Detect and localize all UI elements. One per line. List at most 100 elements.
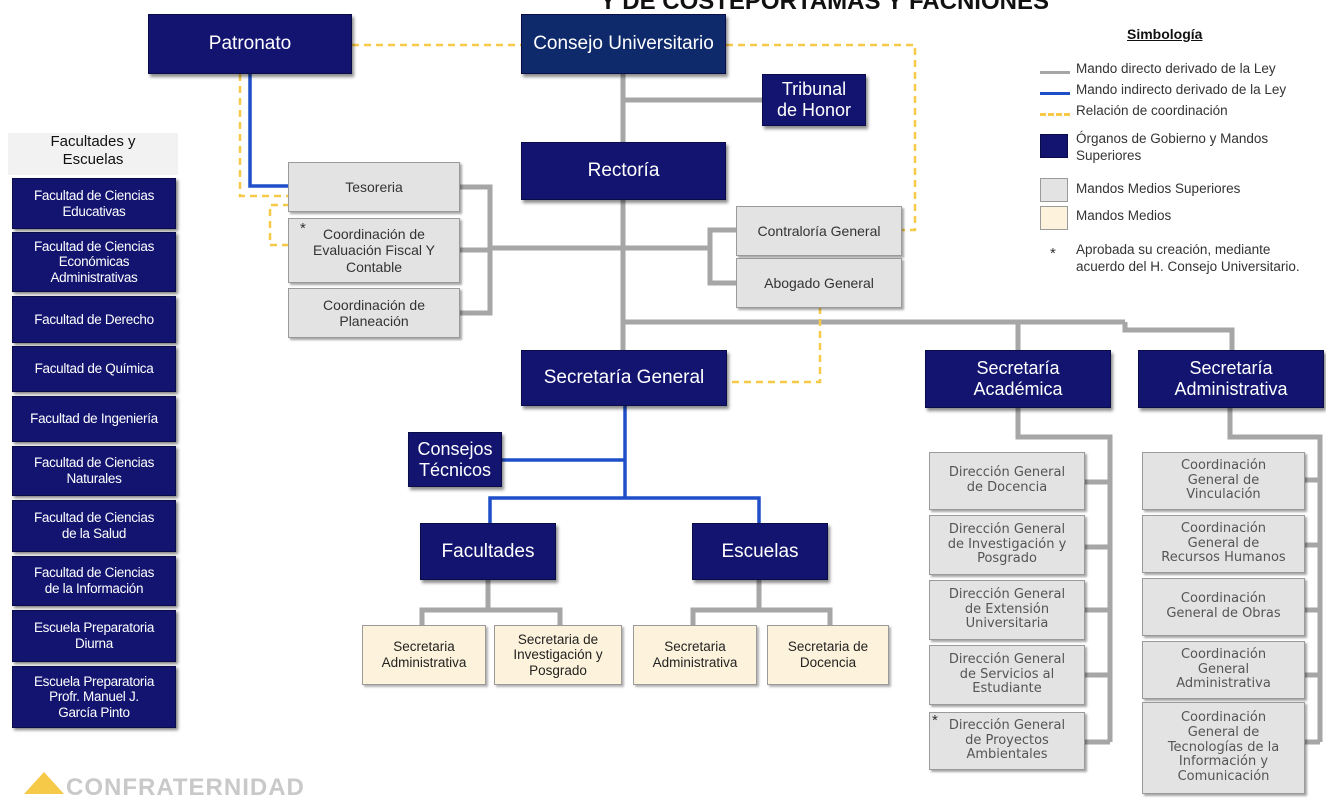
tesoreria-label: Tesoreria — [345, 178, 403, 195]
coordinacion-planeacion-box: Coordinación de Planeación — [288, 288, 460, 338]
legend-medium-label: Mandos Medios — [1076, 208, 1172, 223]
faculty-label: Facultad de Ciencias de la Información — [33, 565, 155, 596]
legend-medium-swatch — [1040, 206, 1068, 230]
admin-unit-box: Coordinación General de Obras — [1142, 578, 1305, 636]
academic-unit-label: Dirección General de Investigación y Pos… — [947, 521, 1067, 567]
logo-text: CONFRATERNIDAD — [66, 774, 305, 801]
legend-medium-sup-label: Mandos Medios Superiores — [1076, 181, 1241, 196]
admin-unit-label: Coordinación General de Obras — [1166, 591, 1281, 621]
legend-indirect-label: Mando indirecto derivado de la Ley — [1076, 82, 1287, 97]
legend-direct-label: Mando directo derivado de la Ley — [1076, 61, 1276, 76]
academic-unit-box: Dirección General de Extensión Universit… — [929, 580, 1085, 640]
rectoria-label: Rectoría — [587, 160, 660, 182]
faculty-label: Facultad de Ciencias Económicas Administ… — [33, 238, 155, 285]
secretaria-academica-label: Secretaría Académica — [973, 358, 1063, 399]
legend-title: Simbología — [1127, 26, 1203, 42]
consejo-universitario-box: Consejo Universitario — [521, 14, 726, 74]
escuelas-box: Escuelas — [692, 523, 828, 580]
contraloria-general-box: Contraloría General — [736, 206, 902, 256]
coordinacion-evaluacion-box: Coordinación de Evaluación Fiscal Y Cont… — [288, 218, 460, 283]
faculty-label: Facultad de Derecho — [34, 311, 154, 327]
academic-unit-label: Dirección General de Proyectos Ambiental… — [948, 717, 1066, 763]
facultades-secretaria-administrativa-label: Secretaria Administrativa — [381, 639, 467, 670]
tribunal-de-honor-box: Tribunal de Honor — [762, 74, 866, 126]
coordinacion-planeacion-label: Coordinación de Planeación — [323, 296, 425, 329]
admin-unit-box: Coordinación General de Recursos Humanos — [1142, 515, 1305, 573]
abogado-general-box: Abogado General — [736, 258, 902, 308]
consejos-tecnicos-box: Consejos Técnicos — [408, 432, 502, 487]
consejos-tecnicos-label: Consejos Técnicos — [417, 438, 493, 480]
faculty-item: Escuela Preparatoria Profr. Manuel J. Ga… — [12, 666, 176, 728]
secretaria-academica-box: Secretaría Académica — [925, 350, 1111, 408]
facultades-secretaria-administrativa-box: Secretaria Administrativa — [362, 625, 486, 685]
page-title: Y DE COSTEPORTAMAS Y FACNIONES — [600, 0, 1049, 15]
patronato-label: Patronato — [208, 33, 292, 55]
facultades-secretaria-investigacion-label: Secretaria de Investigación y Posgrado — [513, 631, 603, 678]
admin-unit-label: Coordinación General de Vinculación — [1180, 457, 1267, 503]
legend-coordination-line — [1040, 113, 1070, 116]
link-patronato-tesoreria — [248, 74, 290, 188]
escuelas-secretaria-docencia-box: Secretaria de Docencia — [767, 625, 889, 685]
admin-children — [1227, 408, 1323, 745]
facultades-label: Facultades — [441, 540, 535, 562]
legend-direct-line — [1040, 71, 1070, 74]
approved-star-marker: * — [932, 712, 938, 729]
admin-unit-box: Coordinación General Administrativa — [1142, 641, 1305, 699]
logo-icon — [24, 772, 64, 794]
legend-gov-swatch — [1040, 134, 1068, 158]
escuelas-secretaria-administrativa-label: Secretaria Administrativa — [652, 639, 738, 670]
fac-children — [419, 580, 563, 625]
escuelas-secretaria-administrativa-box: Secretaria Administrativa — [633, 625, 757, 685]
link-secretarias — [623, 319, 1235, 350]
coordinacion-evaluacion-label: Coordinación de Evaluación Fiscal Y Cont… — [313, 226, 435, 275]
secretaria-administrativa-label: Secretaría Administrativa — [1174, 358, 1288, 399]
legend-star-marker: * — [1050, 245, 1056, 262]
secretaria-administrativa-box: Secretaría Administrativa — [1138, 350, 1324, 408]
abogado-general-label: Abogado General — [764, 274, 874, 291]
academic-unit-label: Dirección General de Docencia — [948, 465, 1066, 495]
legend-indirect-line — [1040, 92, 1070, 95]
acad-children — [1015, 408, 1113, 745]
admin-unit-box: Coordinación General de Tecnologías de l… — [1142, 702, 1305, 794]
academic-unit-box: Dirección General de Servicios al Estudi… — [929, 645, 1085, 705]
admin-unit-label: Coordinación General Administrativa — [1176, 646, 1271, 692]
faculty-label: Escuela Preparatoria Profr. Manuel J. Ga… — [33, 673, 155, 720]
faculty-label: Facultad de Ingeniería — [30, 411, 158, 427]
faculty-item: Facultad de Ciencias de la Salud — [12, 500, 176, 552]
approved-star-marker: * — [300, 220, 306, 237]
secretaria-general-box: Secretaría General — [521, 350, 727, 406]
faculty-item: Facultad de Ciencias Económicas Administ… — [12, 232, 176, 292]
coord-eval — [268, 203, 290, 247]
faculty-item: Facultad de Ingeniería — [12, 396, 176, 442]
faculty-label: Facultad de Ciencias Educativas — [33, 187, 155, 219]
faculty-item: Facultad de Ciencias de la Información — [12, 556, 176, 606]
patronato-box: Patronato — [148, 14, 352, 74]
tribunal-de-honor-label: Tribunal de Honor — [776, 79, 852, 120]
admin-unit-label: Coordinación General de Tecnologías de l… — [1167, 709, 1280, 785]
left-group-bracket — [460, 184, 493, 316]
faculty-label: Facultad de Ciencias de la Salud — [33, 510, 155, 541]
coord-consejo-contraloria — [726, 43, 917, 232]
secretaria-general-label: Secretaría General — [543, 367, 705, 389]
admin-unit-label: Coordinación General de Recursos Humanos — [1161, 520, 1286, 566]
faculty-item: Facultad de Derecho — [12, 296, 176, 343]
academic-unit-label: Dirección General de Servicios al Estudi… — [948, 651, 1066, 697]
legend-coordination-label: Relación de coordinación — [1076, 103, 1228, 118]
faculty-label: Facultad de Ciencias Naturales — [33, 455, 155, 486]
esc-children — [690, 580, 833, 625]
facultades-box: Facultades — [420, 523, 556, 580]
link-secgen-units — [488, 403, 761, 523]
contraloria-general-label: Contraloría General — [757, 222, 881, 239]
faculty-item: Escuela Preparatoria Diurna — [12, 610, 176, 662]
right-group-bracket — [707, 227, 738, 286]
legend-gov-label: Órganos de Gobierno y Mandos Superiores — [1076, 131, 1269, 163]
escuelas-label: Escuelas — [721, 540, 799, 562]
academic-unit-box: Dirección General de Docencia — [929, 452, 1085, 510]
academic-unit-label: Dirección General de Extensión Universit… — [948, 586, 1066, 632]
escuelas-secretaria-docencia-label: Secretaria de Docencia — [787, 639, 869, 670]
coord-abogado-secgen — [727, 307, 822, 384]
legend-medium-sup-swatch — [1040, 178, 1068, 202]
academic-unit-box: Dirección General de Proyectos Ambiental… — [929, 712, 1085, 770]
faculty-label: Escuela Preparatoria Diurna — [33, 620, 155, 651]
